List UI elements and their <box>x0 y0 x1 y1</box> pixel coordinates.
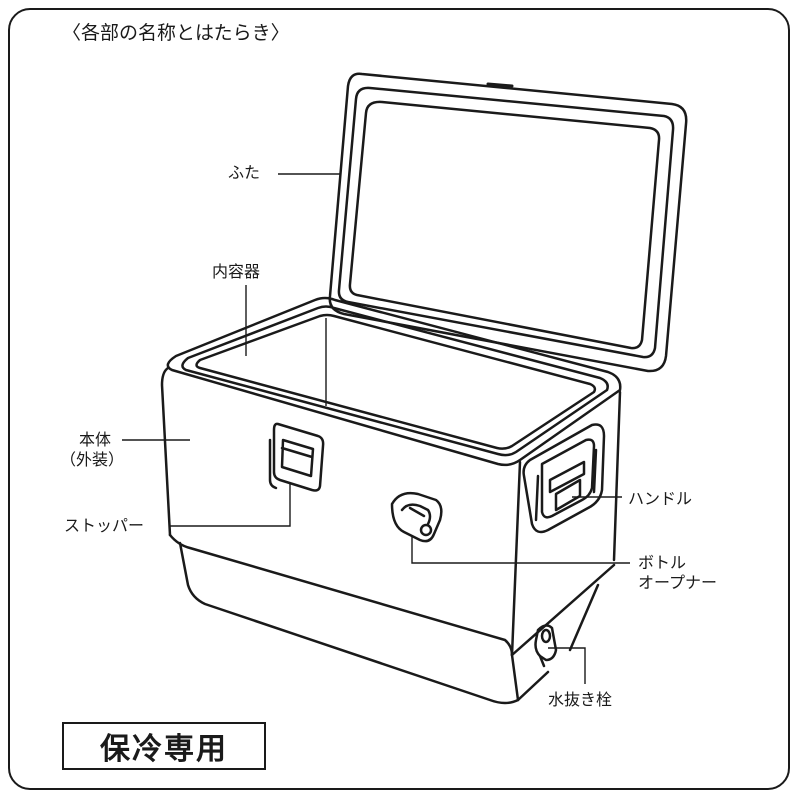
label-handle: ハンドル <box>628 489 693 508</box>
label-body-line2: （外装） <box>59 450 124 469</box>
lid-drawing <box>328 72 688 373</box>
cold-only-badge: 保冷専用 <box>62 722 266 770</box>
leader-drain <box>548 647 586 684</box>
label-opener: ボトル オープナー <box>638 553 717 593</box>
label-stopper: ストッパー <box>64 516 145 535</box>
label-lid: ふた <box>228 163 261 182</box>
leader-opener <box>411 536 630 564</box>
label-drain: 水抜き栓 <box>548 690 613 709</box>
handle-drawing <box>522 423 606 534</box>
label-opener-line1: ボトル <box>638 553 687 572</box>
label-body-line1: 本体 <box>78 430 111 449</box>
body-rim-drawing <box>166 296 622 467</box>
bottle-opener-drawing <box>390 491 443 543</box>
leader-stopper <box>170 484 291 527</box>
section-title: 〈各部の名称とはたらき〉 <box>62 22 290 44</box>
drain-plug-drawing <box>534 624 558 668</box>
label-body: 本体 （外装） <box>60 430 126 470</box>
stopper-drawing <box>268 422 325 492</box>
label-inner: 内容器 <box>212 262 261 281</box>
body-drawing <box>160 366 622 705</box>
page-frame <box>8 8 790 790</box>
label-opener-line2: オープナー <box>638 573 718 592</box>
